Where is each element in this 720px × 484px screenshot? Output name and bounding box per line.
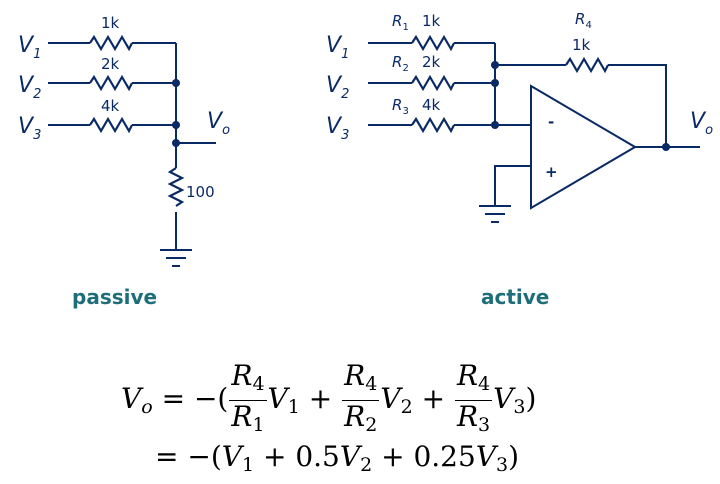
passive-r3-value: 4k	[101, 97, 120, 115]
passive-ground-resistor-value: 100	[186, 183, 215, 201]
active-vo-label: Vo	[690, 109, 713, 138]
passive-junction-2	[172, 79, 180, 87]
passive-resistor-3	[89, 116, 133, 134]
passive-junction-3	[172, 121, 180, 129]
passive-resistor-2	[89, 74, 133, 92]
active-r1-name: R1	[392, 12, 409, 33]
active-feedback-resistor	[565, 56, 609, 74]
active-r2-name: R2	[392, 53, 409, 74]
active-resistor-2	[411, 74, 455, 92]
passive-v2-label: V2	[18, 73, 41, 102]
eq-equals: =	[161, 382, 186, 415]
active-junction-2	[491, 79, 499, 87]
opamp-triangle	[530, 84, 637, 210]
eq-prefix: −(	[193, 382, 229, 415]
opamp-inverting-sign: -	[548, 113, 554, 131]
passive-r2-value: 2k	[101, 55, 120, 73]
passive-vo-label: Vo	[207, 109, 230, 138]
active-r1-value: 1k	[422, 12, 441, 30]
active-r4-name: R4	[575, 10, 592, 31]
passive-circuit: V1 V2 V3 1k 2k 4k Vo 100 passive	[18, 14, 230, 309]
active-resistor-3	[411, 116, 455, 134]
eq-var-2: V	[380, 382, 401, 415]
opamp-noninverting-sign: +	[545, 163, 558, 181]
active-ground-icon	[479, 205, 511, 223]
active-feedback-wire	[495, 64, 667, 147]
passive-resistor-1	[89, 34, 133, 52]
active-r3-name: R3	[392, 96, 409, 117]
active-r3-value: 4k	[422, 96, 441, 114]
active-v3-label: V3	[326, 114, 349, 143]
eq-lhs: Vo	[121, 382, 153, 418]
eq-var-1: V	[267, 382, 288, 415]
passive-caption: passive	[72, 285, 157, 309]
active-noninv-wire	[494, 165, 531, 206]
active-v2-label: V2	[326, 73, 349, 102]
active-circuit: V1 V2 V3 R1 1k R2 2k R3 4k R4 1k - +	[326, 10, 713, 309]
active-resistor-1	[411, 34, 455, 52]
eq-var-3: V	[493, 382, 514, 415]
passive-ground-resistor	[167, 167, 185, 207]
equation-line-2: = −(V1 + 0.5V2 + 0.25V3)	[155, 440, 520, 476]
passive-ground-icon	[160, 249, 192, 267]
passive-v1-label: V1	[18, 33, 41, 62]
passive-v3-label: V3	[18, 114, 41, 143]
active-r4-value: 1k	[572, 36, 591, 54]
passive-r1-value: 1k	[101, 14, 120, 32]
active-r2-value: 2k	[422, 53, 441, 71]
active-v1-label: V1	[326, 33, 349, 62]
active-output-junction	[662, 143, 670, 151]
active-junction-3	[491, 121, 499, 129]
active-caption: active	[481, 285, 549, 309]
